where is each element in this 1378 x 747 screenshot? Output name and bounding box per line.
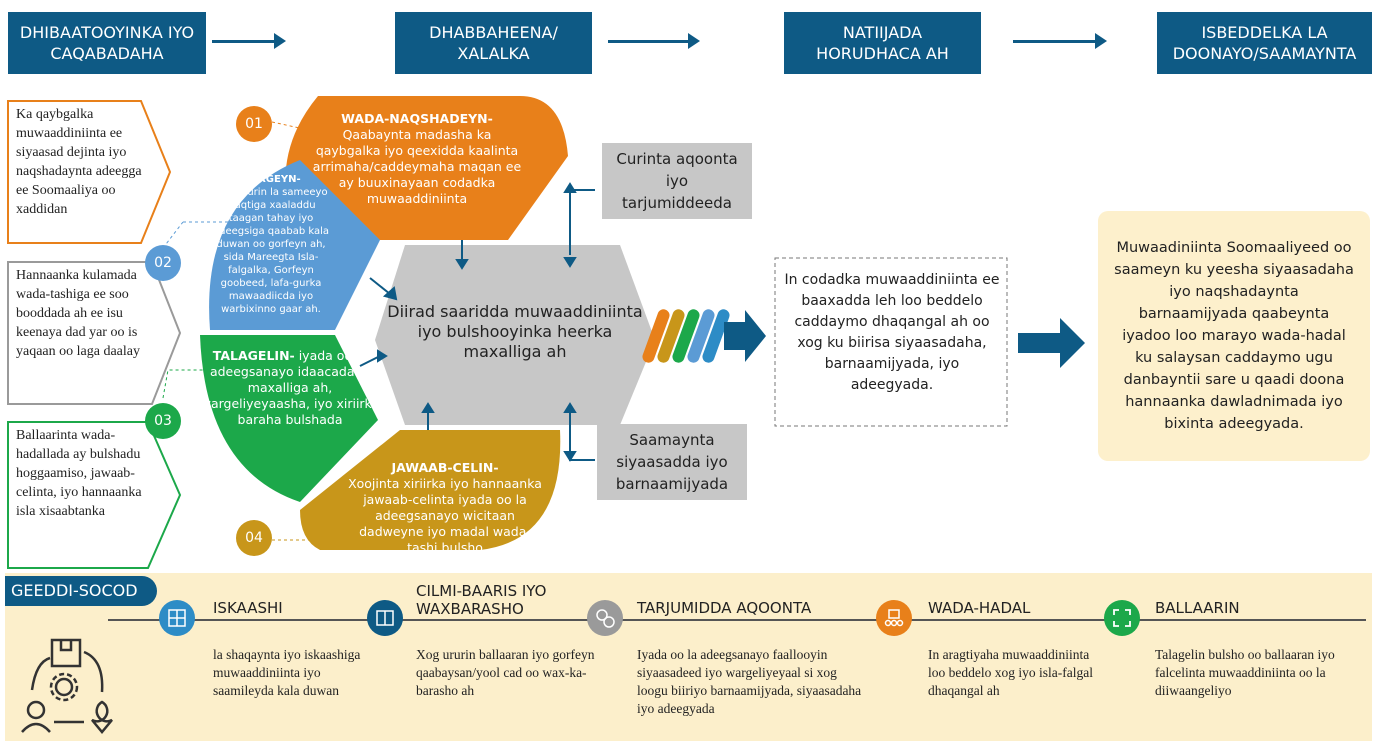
segment-02-text: GORGEYN- Xog ururin la sameeyo waqtiga x… bbox=[210, 173, 332, 316]
process-line bbox=[108, 619, 1366, 621]
stage-header-solutions-label: DHABBAHEENA/ XALALKA bbox=[429, 23, 558, 63]
step-number-01: 01 bbox=[236, 106, 272, 142]
process-label-text: GEEDDI-SOCOD bbox=[11, 581, 138, 600]
step-number-01-label: 01 bbox=[245, 116, 263, 132]
dialogue-glyph bbox=[884, 609, 904, 627]
problem-box-2: Hannaanka kulamada wada-tashiga ee soo b… bbox=[6, 260, 182, 406]
step-number-02-label: 02 bbox=[154, 255, 172, 271]
book-glyph bbox=[376, 610, 394, 626]
stage-header-problems: DHIBAATOOYINKA IYO CAQABADAHA bbox=[8, 12, 206, 74]
arrow-right-icon bbox=[1018, 318, 1085, 368]
knowledge-icon bbox=[587, 600, 623, 636]
stage-header-solutions: DHABBAHEENA/ XALALKA bbox=[395, 12, 592, 74]
result-text: In codadka muwaaddiniinta ee baaxadda le… bbox=[784, 272, 1000, 393]
knowledge-glyph bbox=[596, 609, 615, 628]
policy-impact-box: Saamaynta siyaasadda iyo barnaamijyada bbox=[597, 424, 747, 500]
book-icon bbox=[367, 600, 403, 636]
segment-03-text: TALAGELIN- iyada oo la adeegsanayo idaac… bbox=[200, 348, 380, 428]
expand-glyph bbox=[1113, 609, 1131, 627]
knowledge-box: Curinta aqoonta iyo tarjumiddeeda bbox=[602, 143, 752, 219]
arrow-right-icon bbox=[212, 33, 286, 49]
result-box-border bbox=[774, 257, 1008, 427]
stage-header-result-label: NATIIJADA HORUDHACA AH bbox=[816, 23, 949, 63]
process-step-text-3: Iyada oo la adeegsanayo faallooyin siyaa… bbox=[637, 647, 862, 716]
impact-box: Muwaadiniinta Soomaaliyeed oo saameyn ku… bbox=[1098, 211, 1370, 461]
stage-header-problems-label: DHIBAATOOYINKA IYO CAQABADAHA bbox=[19, 23, 195, 63]
process-step-title-4: WADA-HADAL bbox=[928, 599, 1031, 617]
segment-04-shape bbox=[300, 430, 561, 550]
problem-text-3: Ballaarinta wada-hadallada ay bulshadu h… bbox=[16, 428, 142, 519]
problem-box-outline bbox=[7, 261, 182, 405]
segment-02-title: GORGEYN- bbox=[241, 174, 301, 185]
center-hexagon bbox=[375, 245, 655, 425]
process-step-title-5: BALLAARIN bbox=[1155, 599, 1240, 617]
stage-header-result: NATIIJADA HORUDHACA AH bbox=[784, 12, 981, 74]
process-step-title-2: CILMI-BAARIS IYO WAXBARASHO bbox=[416, 582, 547, 618]
solution-diagram bbox=[162, 96, 1085, 550]
segment-04-title: JAWAAB-CELIN- bbox=[391, 460, 499, 475]
segment-03-body: iyada oo la adeegsanayo idaacadaha maxal… bbox=[200, 348, 380, 427]
process-step-text-2: Xog ururin ballaaran iyo gorfeyn qaabays… bbox=[416, 647, 595, 698]
process-cycle-icon bbox=[21, 638, 113, 734]
segment-03-shape bbox=[200, 335, 378, 502]
segment-02-body: Xog ururin la sameeyo waqtiga xaaladdu t… bbox=[212, 187, 330, 315]
process-step-title-3: TARJUMIDDA AQOONTA bbox=[637, 599, 812, 617]
segment-01-title: WADA-NAQSHADEYN- bbox=[341, 111, 493, 126]
step-number-03-label: 03 bbox=[154, 413, 172, 429]
problem-box-3: Ballaarinta wada-hadallada ay bulshadu h… bbox=[6, 420, 182, 570]
process-step-text-1: la shaqaynta iyo iskaashiga muwaaddiniin… bbox=[213, 647, 361, 698]
process-band bbox=[5, 573, 1372, 741]
segment-01-body: Qaabaynta madasha ka qaybgalka iyo qeexi… bbox=[312, 127, 522, 206]
puzzle-icon bbox=[159, 600, 195, 636]
segment-04-text: JAWAAB-CELIN- Xoojinta xiriirka iyo hann… bbox=[345, 460, 545, 556]
arrow-right-icon bbox=[608, 33, 700, 49]
step-number-04-label: 04 bbox=[245, 530, 263, 546]
problem-box-outline bbox=[7, 421, 182, 569]
puzzle-glyph bbox=[168, 609, 186, 627]
process-label: GEEDDI-SOCOD bbox=[5, 576, 157, 606]
problem-text-2: Hannaanka kulamada wada-tashiga ee soo b… bbox=[16, 268, 140, 359]
problem-box-outline bbox=[7, 100, 172, 244]
segment-04-body: Xoojinta xiriirka iyo hannaanka jawaab-c… bbox=[348, 476, 542, 555]
stage-header-impact-label: ISBEDDELKA LA DOONAYO/SAAMAYNTA bbox=[1172, 23, 1357, 63]
segment-02-shape bbox=[209, 160, 380, 330]
problem-box-1: Ka qaybgalka muwaaddiniinta ee siyaasad … bbox=[6, 99, 172, 245]
segment-01-shape bbox=[285, 96, 568, 240]
step-number-03: 03 bbox=[145, 403, 181, 439]
rainbow-arrow-icon bbox=[642, 309, 766, 363]
segment-01-text: WADA-NAQSHADEYN- Qaabaynta madasha ka qa… bbox=[312, 111, 522, 207]
process-step-title-1: ISKAASHI bbox=[213, 599, 283, 617]
process-step-text-5: Talagelin bulsho oo ballaaran iyo falcel… bbox=[1155, 647, 1335, 698]
arrow-right-icon bbox=[1013, 33, 1107, 49]
center-focus-text: Diirad saaridda muwaaddiniinta iyo bulsh… bbox=[387, 302, 643, 361]
step-number-04: 04 bbox=[236, 520, 272, 556]
segment-03-title: TALAGELIN- bbox=[212, 348, 295, 363]
impact-text: Muwaadiniinta Soomaaliyeed oo saameyn ku… bbox=[1114, 240, 1354, 432]
dialogue-icon bbox=[876, 600, 912, 636]
step-number-02: 02 bbox=[145, 245, 181, 281]
problem-text-1: Ka qaybgalka muwaaddiniinta ee siyaasad … bbox=[16, 107, 142, 217]
expand-icon bbox=[1104, 600, 1140, 636]
process-step-text-4: In aragtiyaha muwaaddiniinta loo beddelo… bbox=[928, 647, 1093, 698]
stage-header-impact: ISBEDDELKA LA DOONAYO/SAAMAYNTA bbox=[1157, 12, 1372, 74]
